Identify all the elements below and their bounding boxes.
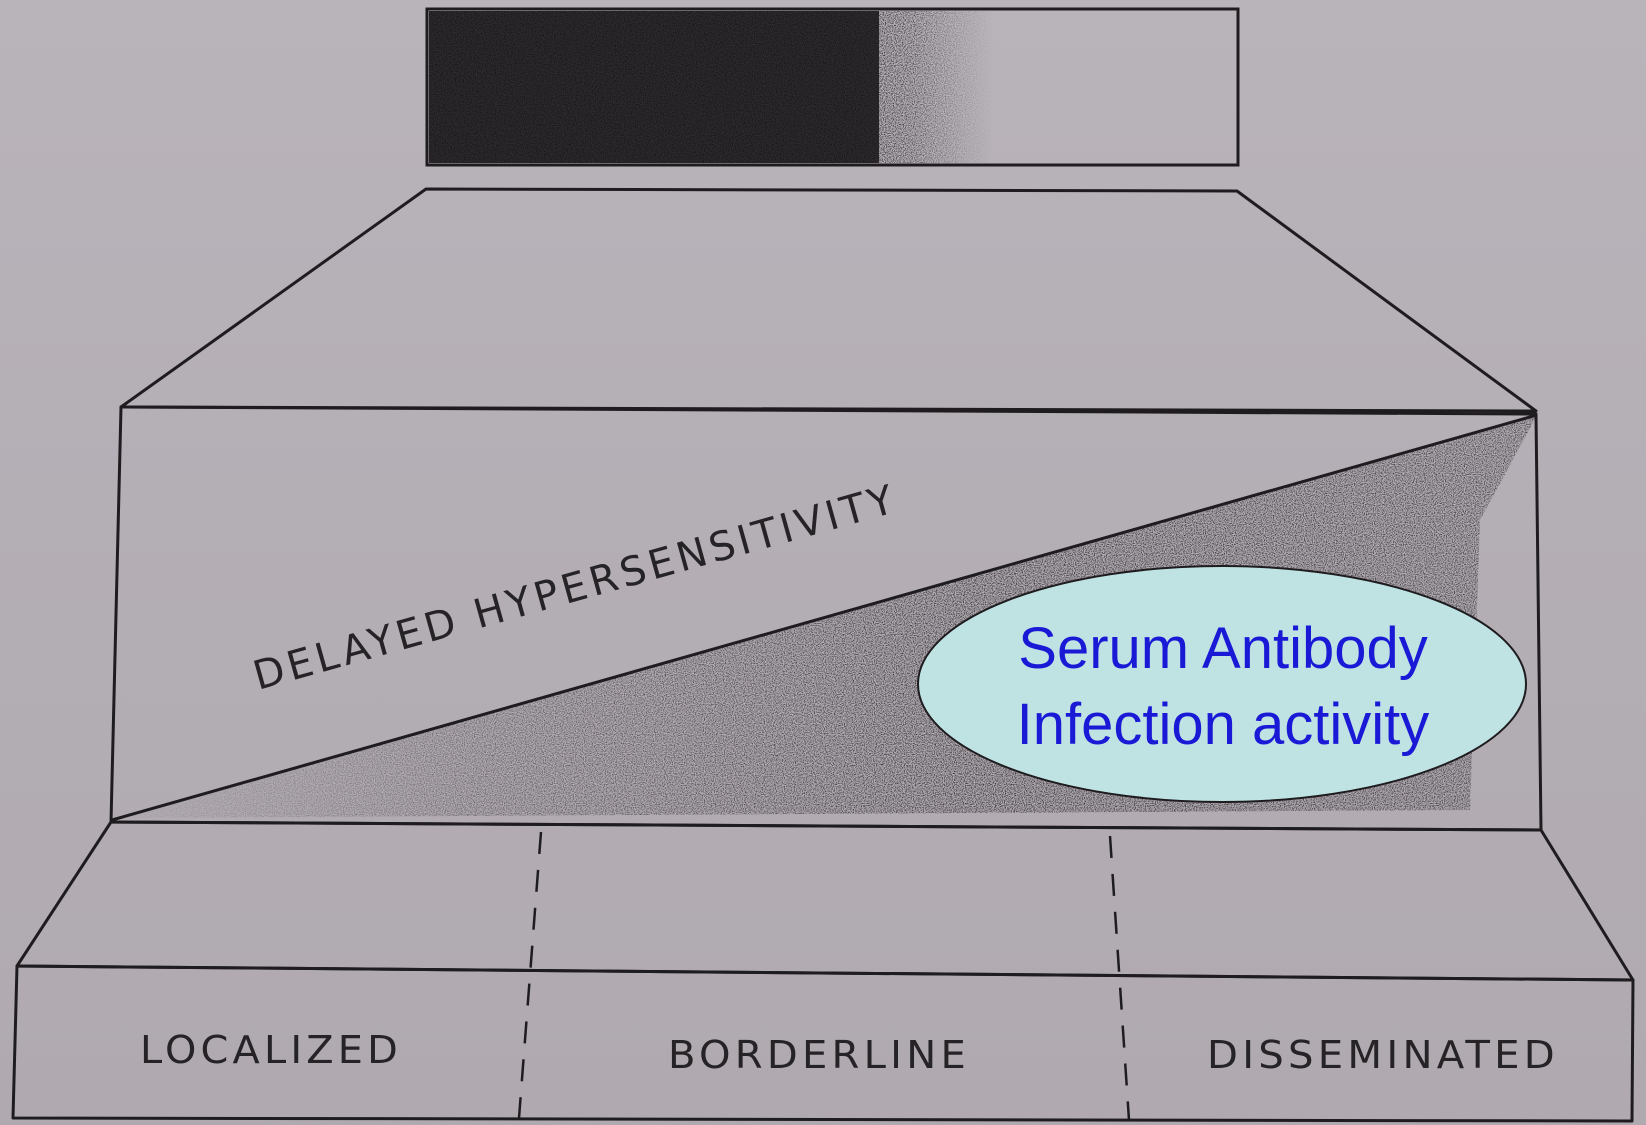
callout-line-2: Infection activity: [1017, 692, 1430, 757]
callout-line-1: Serum Antibody: [1018, 616, 1427, 681]
separator-dashed-right: [1110, 836, 1129, 1120]
serum-antibody-callout: Serum Antibody Infection activity: [918, 566, 1526, 802]
category-label-disseminated: DISSEMINATED: [1207, 1033, 1559, 1077]
upper-trapezoid: [121, 189, 1536, 411]
separator-dashed-left: [519, 832, 541, 1118]
lower-trapezoid: [17, 822, 1633, 980]
category-label-localized: LOCALIZED: [140, 1028, 402, 1072]
callout-bubble: [918, 566, 1526, 802]
category-label-borderline: BORDERLINE: [668, 1033, 970, 1077]
